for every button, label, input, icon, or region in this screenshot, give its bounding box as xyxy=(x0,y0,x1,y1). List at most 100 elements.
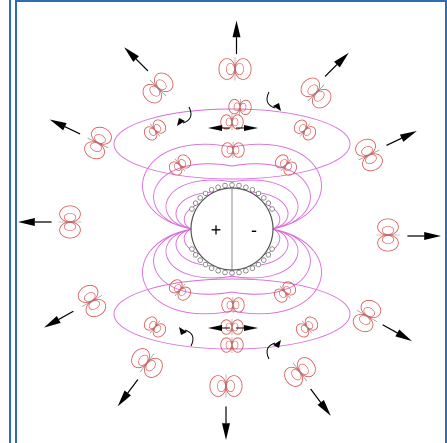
arrow-shaft xyxy=(310,388,322,403)
dipole-lobe-inner xyxy=(173,284,182,292)
dipole-lobe xyxy=(231,114,244,130)
dipole-lobe xyxy=(221,142,234,158)
dipole-lobe xyxy=(231,337,244,353)
dipole-lobe-inner xyxy=(233,145,240,155)
dipole-lobe xyxy=(220,337,233,353)
dipole-lobe xyxy=(209,375,227,397)
dipole-lobe-inner xyxy=(153,124,162,132)
dipole-lobe-inner xyxy=(63,213,77,222)
dipole-lobe xyxy=(143,126,158,141)
dipole-lobe-inner xyxy=(278,290,287,298)
dipole-lobe-inner xyxy=(300,325,309,333)
dipole-pattern xyxy=(221,141,245,159)
dipole-pattern xyxy=(209,374,243,398)
dipole-lobe-inner xyxy=(173,163,182,171)
dipole-lobe xyxy=(177,154,192,169)
ring-bead xyxy=(189,206,195,212)
dipole-lobe xyxy=(352,313,374,333)
arrow-head xyxy=(399,131,417,142)
dipole-lobe-inner xyxy=(153,325,162,333)
ring-bead xyxy=(255,190,262,197)
dipole-pattern xyxy=(228,98,252,116)
arrow-shaft xyxy=(64,126,81,135)
dipole-lobe-inner xyxy=(304,127,312,136)
ring-bead xyxy=(222,182,228,189)
inner-arrow-head xyxy=(208,125,222,131)
dipole-axis xyxy=(292,362,308,382)
ring-bead xyxy=(208,265,215,271)
ring-bead xyxy=(189,246,195,252)
dipole-lobe xyxy=(232,297,245,313)
arrow-shaft xyxy=(127,379,139,394)
radiation-arrow xyxy=(49,119,81,135)
arrow-head xyxy=(49,119,67,131)
arrow-head xyxy=(117,390,131,407)
dipole-lobe-inner xyxy=(363,307,375,317)
ring-bead xyxy=(249,187,256,193)
dipole-pattern xyxy=(221,296,245,314)
radiation-arrow xyxy=(222,406,230,440)
arrow-head xyxy=(424,232,441,240)
radiation-arrow xyxy=(232,20,241,55)
dipole-lobe-inner xyxy=(225,340,232,350)
radiation-arrow xyxy=(310,388,331,416)
arrow-head xyxy=(334,52,349,68)
ring-bead xyxy=(255,261,262,268)
dipole-axis xyxy=(280,158,292,172)
dipole-axis xyxy=(301,320,313,334)
radiation-arrow xyxy=(117,379,139,407)
dipole-lobe-inner xyxy=(226,300,233,310)
dipole-lobe-inner xyxy=(90,142,102,152)
pane-divider xyxy=(9,0,11,443)
dipole-lobe xyxy=(152,323,167,338)
radiation-arrow xyxy=(382,324,412,342)
curl-arrow xyxy=(182,106,192,124)
dipole-lobe xyxy=(362,153,383,172)
curl-arrow-head xyxy=(273,103,281,111)
ring-bead xyxy=(236,269,242,276)
dipole-lobe xyxy=(77,284,99,304)
ring-bead xyxy=(269,246,275,252)
ring-bead xyxy=(265,200,272,206)
dipole-axis xyxy=(81,295,103,307)
dipole-pattern xyxy=(295,316,319,338)
arrow-shaft xyxy=(382,324,398,334)
dipole-lobe-inner xyxy=(298,124,306,133)
ring-bead xyxy=(261,195,267,201)
curl-arrow-head xyxy=(179,327,187,335)
dipole-lobe xyxy=(297,357,316,378)
ring-bead xyxy=(229,182,235,188)
dipole-lobe-inner xyxy=(232,117,239,127)
dipole-pattern xyxy=(218,57,252,81)
dipole-axis xyxy=(174,283,186,297)
dipole-lobe-inner xyxy=(233,300,240,310)
dipole-lobe xyxy=(293,119,308,134)
dipole-lobe-inner xyxy=(305,321,314,329)
dipole-lobe xyxy=(152,119,167,134)
dipole-axis xyxy=(358,149,380,161)
dipole-lobe xyxy=(377,218,399,236)
dipole-lobe-inner xyxy=(88,300,100,310)
radiation-arrow xyxy=(324,52,349,77)
dipole-lobe xyxy=(234,58,252,80)
arrow-shaft xyxy=(386,137,402,146)
dipole-lobe xyxy=(228,99,241,115)
dipole-axis xyxy=(149,123,161,137)
minus-charge-label: - xyxy=(251,220,257,240)
dipole-lobe xyxy=(84,141,105,160)
dipole-lobe xyxy=(355,138,376,157)
curl-arrow xyxy=(184,329,194,347)
radiation-arrow xyxy=(386,131,417,146)
radiation-arrow xyxy=(18,218,52,226)
dipole-lobe-inner xyxy=(361,146,373,156)
ring-bead xyxy=(236,182,242,189)
ring-bead xyxy=(261,257,267,263)
inner-arrow-head xyxy=(244,125,258,131)
arrow-head xyxy=(18,218,35,226)
ring-bead xyxy=(243,184,249,190)
dipole-pattern xyxy=(131,348,163,378)
dipole-pattern xyxy=(274,281,296,303)
dipole-pattern xyxy=(142,72,174,104)
